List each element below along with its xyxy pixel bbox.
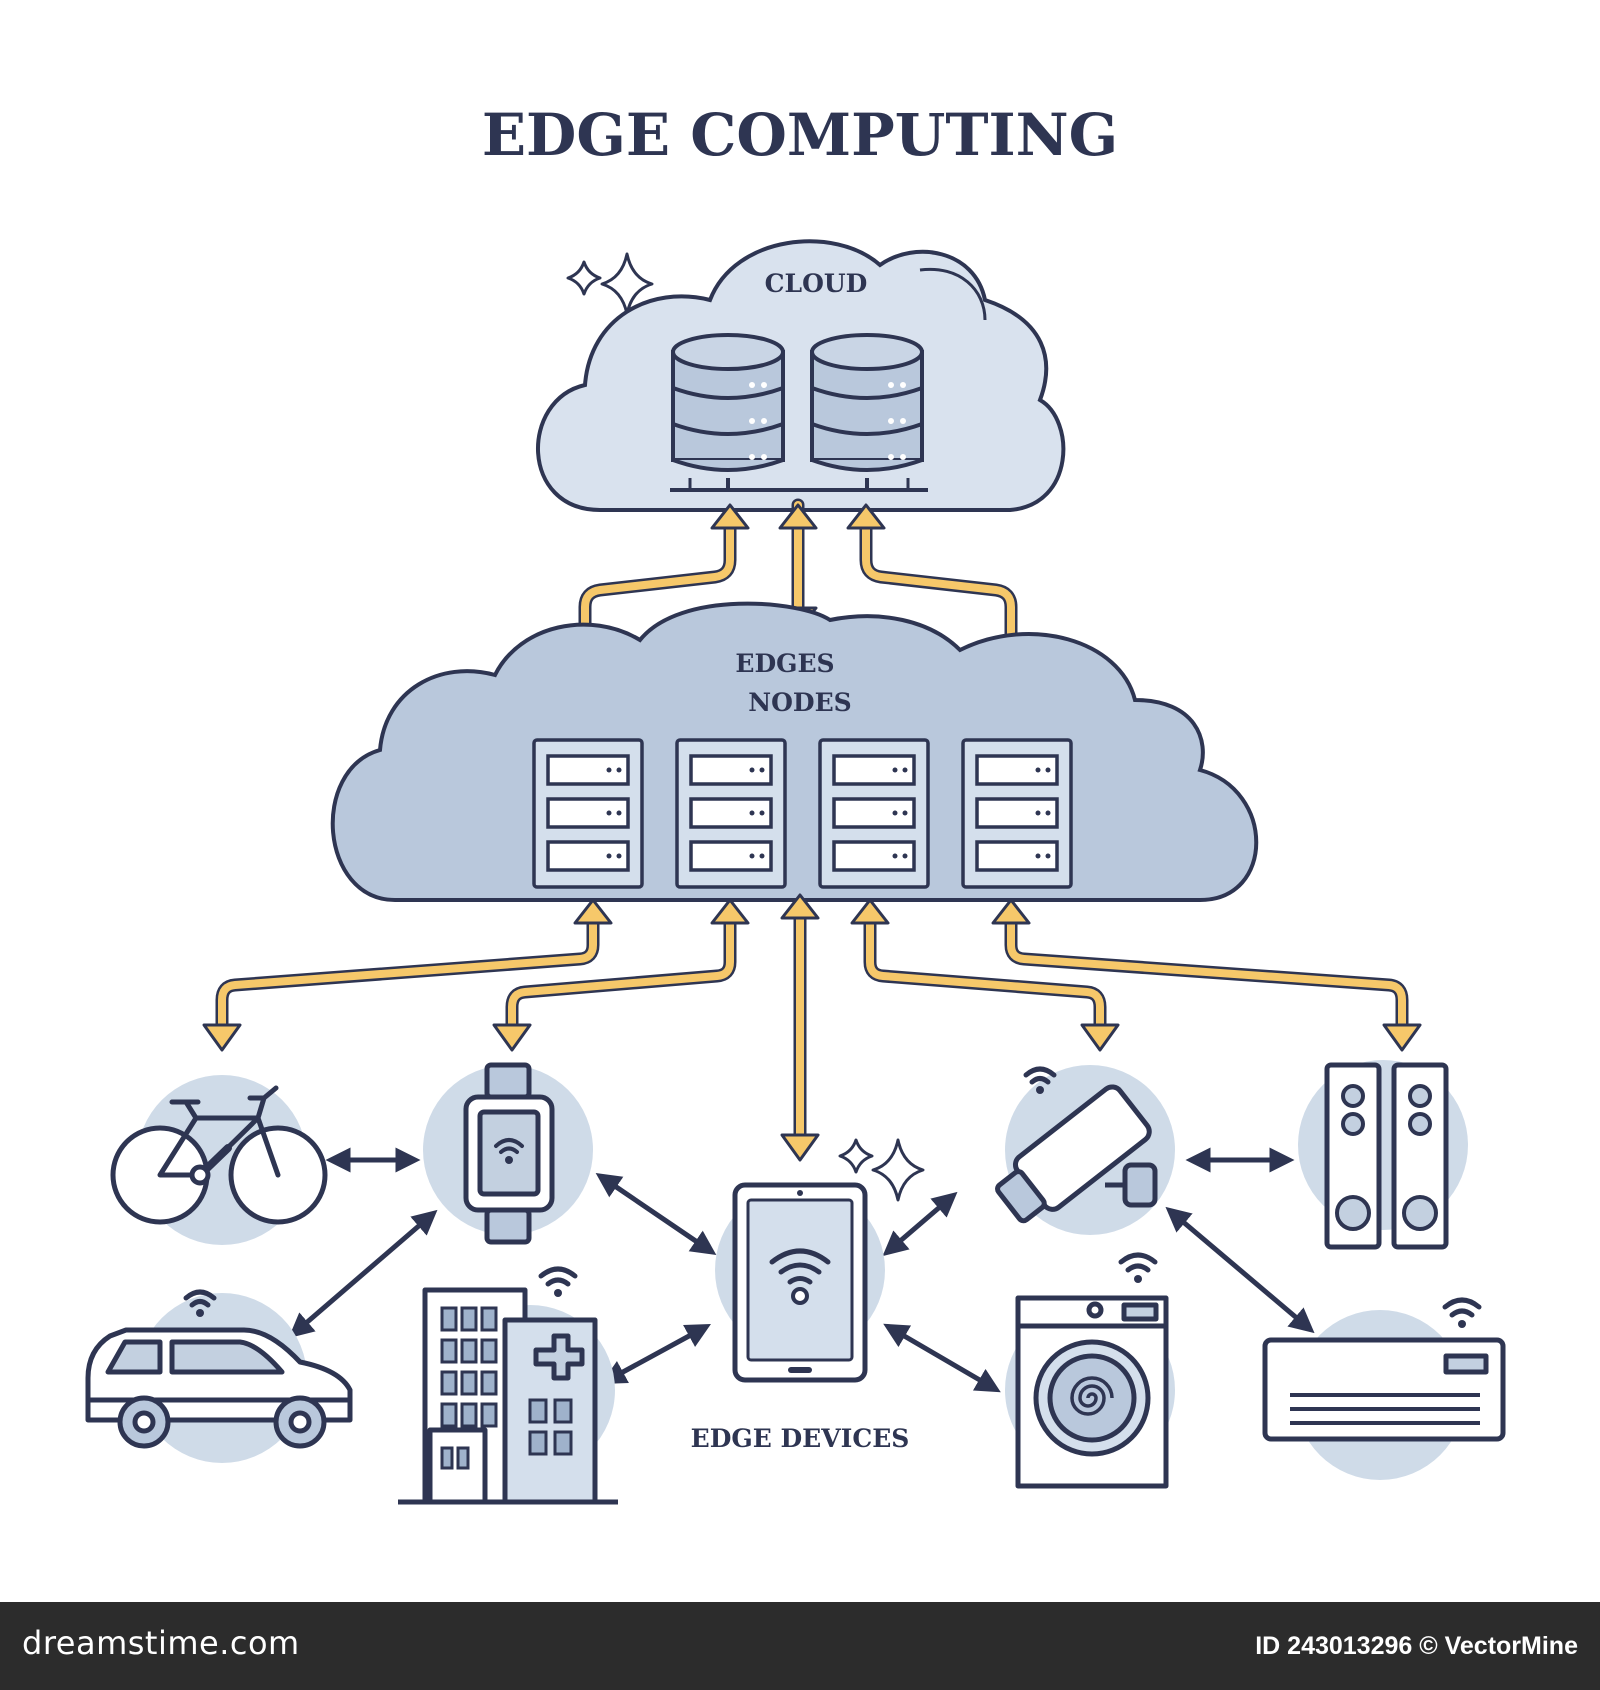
footer-credit: ID 243013296 © VectorMine <box>1255 1632 1578 1660</box>
database-icon <box>671 333 785 472</box>
bicycle-icon <box>110 1075 328 1245</box>
edge-nodes-label-line2: NODES <box>748 688 851 717</box>
server-rack-icon <box>961 738 1073 889</box>
connection-arrows-cloud <box>578 498 1018 707</box>
car-icon <box>85 1289 353 1463</box>
edge-nodes-label-line1: EDGES <box>735 649 834 678</box>
server-rack-icon <box>675 738 787 889</box>
footer-brand: dreamstime.com <box>22 1624 300 1662</box>
air-conditioner-icon <box>1262 1297 1506 1480</box>
server-rack-icon <box>532 738 644 889</box>
connection-arrows-devices <box>215 908 1409 1147</box>
edge-computing-diagram: EDGE COMPUTING CLOUD <box>85 101 1506 1505</box>
tablet-icon <box>715 1182 885 1383</box>
edge-nodes-cloud: EDGES NODES <box>330 601 1259 902</box>
washing-machine-icon <box>1005 1252 1175 1489</box>
arrow-heads <box>202 893 1422 1162</box>
footer-bar: dreamstime.com ID 243013296 © VectorMine <box>0 1602 1600 1690</box>
smartwatch-icon <box>423 1062 593 1245</box>
server-rack-icon <box>818 738 930 889</box>
cloud-label: CLOUD <box>765 269 868 298</box>
database-icon <box>810 333 924 472</box>
peer-arrows <box>288 1147 1315 1393</box>
page-title: EDGE COMPUTING <box>482 101 1118 169</box>
edge-devices-label: EDGE DEVICES <box>691 1424 910 1453</box>
hospital-building-icon <box>398 1266 618 1505</box>
speakers-icon <box>1298 1060 1468 1250</box>
cloud-node: CLOUD <box>535 239 1066 512</box>
security-camera-icon <box>995 1065 1175 1235</box>
